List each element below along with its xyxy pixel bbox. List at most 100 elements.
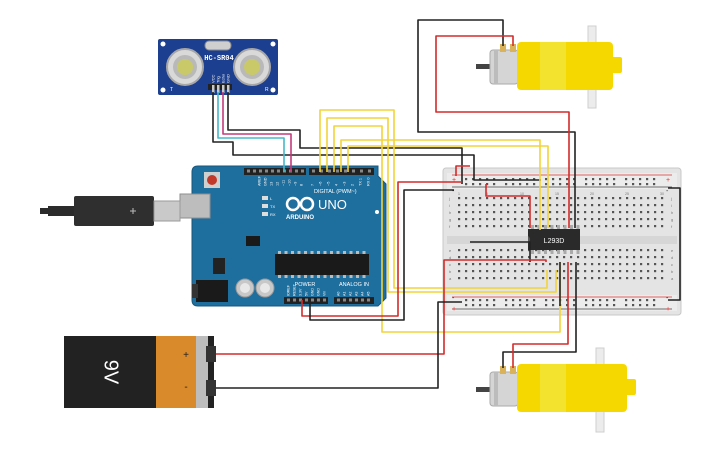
bb-col-label: 5 xyxy=(486,192,488,196)
sensor-pin-label: GND xyxy=(226,74,231,83)
bb-row-label: h xyxy=(671,210,673,215)
wire-signal-5 xyxy=(347,145,549,228)
sensor-pin-label: Trig xyxy=(216,76,221,83)
bb-col-label: 30 xyxy=(660,192,664,196)
bb-row-label: j xyxy=(670,196,672,201)
wire-motor-top-red xyxy=(435,35,570,228)
bb-row-label: g xyxy=(449,217,451,222)
motor-top xyxy=(476,25,622,109)
wire-rail-bridge-red xyxy=(455,165,470,176)
sensor-model: HC-SR04 xyxy=(204,55,233,63)
bb-row-label: i xyxy=(671,203,672,208)
bb-row-label: a xyxy=(449,276,452,281)
wires xyxy=(212,19,681,389)
wire-battery-minus xyxy=(216,301,462,389)
bb-row-label: a xyxy=(671,276,674,281)
bb-col-label: 20 xyxy=(590,192,594,196)
wire-gnd-rail xyxy=(309,189,454,321)
bb-plus-top-right: + xyxy=(666,177,670,184)
wire-signal-2 xyxy=(326,117,557,293)
wire-5v-rail xyxy=(301,181,462,317)
ic-label: L293D xyxy=(544,238,565,245)
bb-minus-top-left: - xyxy=(452,188,455,195)
wire-rail-bridge-black xyxy=(668,187,681,301)
led-label-l: L xyxy=(270,196,273,201)
analog-label: ANALOG IN xyxy=(339,282,369,288)
digital-label: DIGITAL (PWM~) xyxy=(314,189,357,195)
battery-minus: - xyxy=(184,382,187,393)
arduino-top-pin-label: 4 xyxy=(335,184,339,186)
bb-minus-bottom-right: - xyxy=(666,295,669,302)
wire-motor-top-black xyxy=(417,19,576,228)
bb-col-label: 10 xyxy=(520,192,524,196)
arduino-top-pin-label: TX 1 xyxy=(359,178,363,186)
bb-plus-top-left: + xyxy=(452,177,456,184)
battery-plus: + xyxy=(183,350,189,361)
bb-plus-bottom-left: + xyxy=(452,306,456,313)
arduino-analog-pin-label: A4 xyxy=(361,292,365,296)
bb-row-label: f xyxy=(671,224,673,229)
arduino-model: UNO xyxy=(318,197,347,212)
arduino-brand: ARDUINO xyxy=(286,215,314,221)
arduino-power-pin-label: GND xyxy=(317,288,321,296)
arduino-top-pin-label: 13 xyxy=(270,182,274,186)
usb-port xyxy=(179,193,211,219)
arduino-top-pin-label: ~5 xyxy=(327,182,331,186)
sensor-pin-label: Echo xyxy=(221,73,226,83)
arduino-power-pin-label: RESET xyxy=(293,283,297,296)
arduino-top-pin-label: GND xyxy=(264,177,268,186)
bb-row-label: d xyxy=(671,255,673,260)
bb-row-label: i xyxy=(449,203,450,208)
wire-ic-black-low xyxy=(470,241,531,262)
arduino-analog-pin-label: A0 xyxy=(337,292,341,296)
power-jack xyxy=(196,280,228,302)
arduino-top-pin-label: ~6 xyxy=(319,182,323,186)
wire-signal-1 xyxy=(319,109,548,289)
battery-9v: 9V + - xyxy=(64,336,216,408)
arduino-analog-pin-label: A2 xyxy=(349,292,353,296)
bb-row-label: g xyxy=(671,217,673,222)
wire-sensor-echo xyxy=(222,92,292,172)
wire-signal-3 xyxy=(333,125,561,333)
arduino-top-pin-label: ~9 xyxy=(294,182,298,186)
arduino-power-pin-label: 5V xyxy=(305,291,309,296)
sensor-mark-r: R xyxy=(265,87,269,93)
atmega-chip xyxy=(275,254,369,275)
wire-motor-bot-black xyxy=(502,262,577,368)
bb-minus-top-right: - xyxy=(666,188,669,195)
arduino-power-pin-label: GND xyxy=(311,288,315,296)
led-label-rx: RX xyxy=(270,212,276,217)
motor-bottom xyxy=(476,347,636,433)
wire-battery-plus xyxy=(216,259,547,355)
arduino-power-pin-label: IOREF xyxy=(287,284,291,296)
wire-ic-red xyxy=(485,184,531,228)
wire-sensor-trig xyxy=(217,92,285,172)
arduino-logo xyxy=(285,196,315,212)
arduino-top-pin-label: ~3 xyxy=(343,182,347,186)
bb-row-label: c xyxy=(671,262,673,267)
bb-col-label: 1 xyxy=(458,192,460,196)
arduino-analog-pin-label: A5 xyxy=(367,292,371,296)
arduino-top-pin-label: 12 xyxy=(276,182,280,186)
bb-row-label: c xyxy=(449,262,451,267)
wire-sensor-vcc xyxy=(212,92,541,181)
bb-row-label: e xyxy=(449,248,452,253)
bb-row-label: h xyxy=(449,210,451,215)
arduino-top-pin-label: ~10 xyxy=(288,180,292,186)
bb-row-label: b xyxy=(449,269,452,274)
arduino-top-pin-label: 2 xyxy=(351,184,355,186)
sensor-mark-t: T xyxy=(170,87,173,93)
led-label-tx: TX xyxy=(270,204,275,209)
bb-row-label: j xyxy=(448,196,450,201)
breadboard-holes xyxy=(458,178,664,307)
arduino-analog-pin-label: A3 xyxy=(355,292,359,296)
bb-row-label: d xyxy=(449,255,451,260)
bb-minus-bottom-left: - xyxy=(452,295,455,302)
wire-sensor-gnd xyxy=(227,92,463,184)
arduino-top-pin-label: AREF xyxy=(258,175,262,186)
